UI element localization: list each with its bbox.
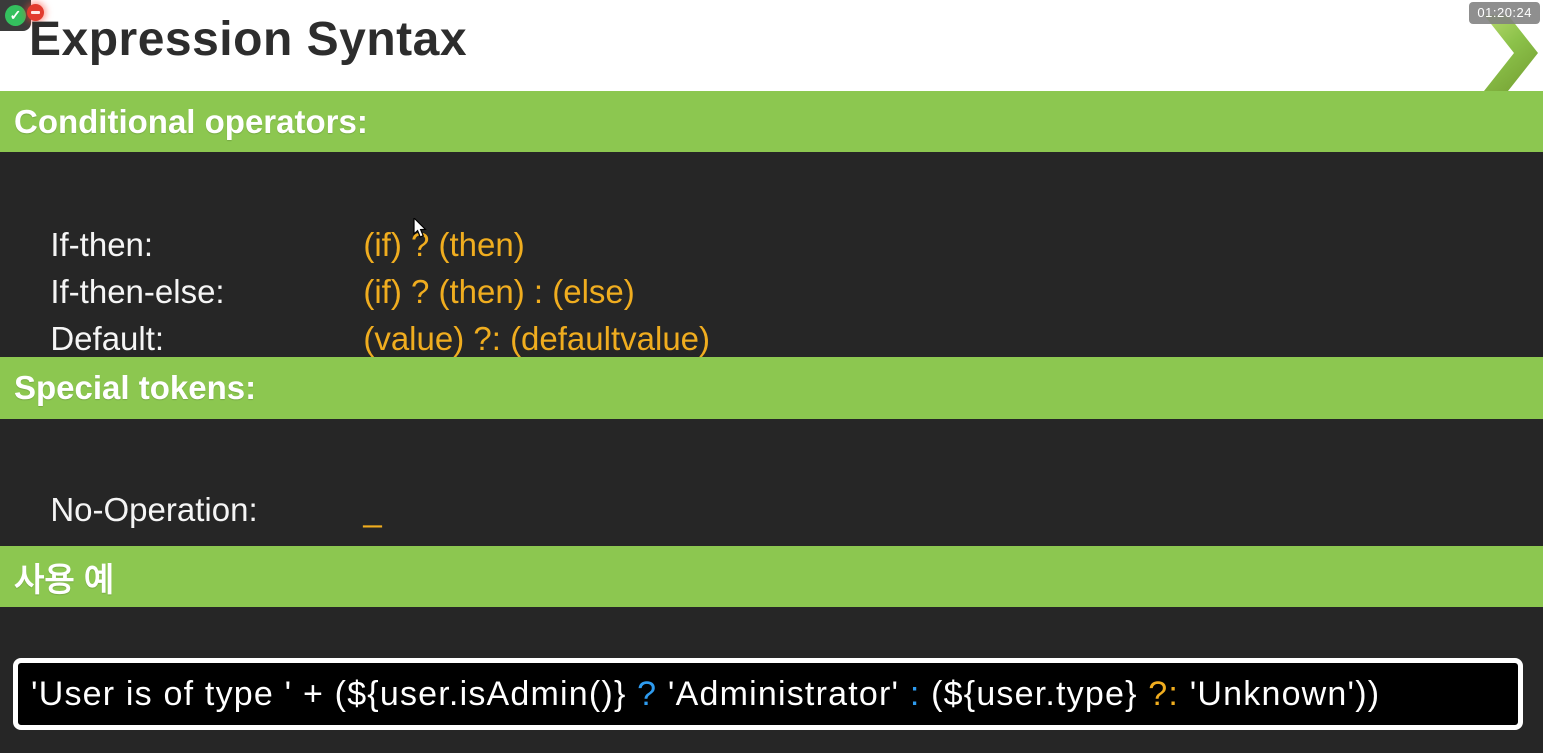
row-if-then-else-label: If-then-else: bbox=[50, 273, 225, 310]
recording-timestamp: 01:20:24 bbox=[1469, 2, 1540, 24]
banner-special-label: Special tokens: bbox=[14, 369, 257, 406]
code-segment: 'User is of type ' + (${user.isAdmin()} bbox=[31, 674, 638, 713]
code-segment: (${user.type} bbox=[920, 674, 1149, 713]
code-segment-elvis: ?: bbox=[1148, 674, 1180, 713]
row-no-operation-code: _ bbox=[363, 491, 382, 528]
record-icon[interactable] bbox=[27, 4, 44, 21]
section-banner-special: Special tokens: bbox=[0, 357, 1543, 419]
row-no-operation-label: No-Operation: bbox=[50, 491, 258, 528]
usage-example-code-box: 'User is of type ' + (${user.isAdmin()} … bbox=[13, 658, 1523, 730]
row-no-operation: No-Operation: _ bbox=[32, 453, 382, 529]
section-banner-usage: 사용 예 bbox=[0, 546, 1543, 607]
page-title: Expression Syntax bbox=[29, 13, 468, 66]
banner-conditional-label: Conditional operators: bbox=[14, 102, 368, 140]
code-segment: 'Administrator' bbox=[657, 674, 910, 713]
code-segment: 'Unknown')) bbox=[1179, 674, 1381, 713]
row-if-then-code: (if) ? (then) bbox=[363, 226, 525, 263]
row-if-then-else: If-then-else: (if) ? (then) : (else) bbox=[32, 235, 635, 311]
row-default-code: (value) ?: (defaultvalue) bbox=[363, 320, 711, 357]
row-default-label: Default: bbox=[50, 320, 165, 357]
row-if-then: If-then: (if) ? (then) bbox=[32, 188, 525, 264]
row-if-then-label: If-then: bbox=[50, 226, 154, 263]
banner-usage-label: 사용 예 bbox=[14, 560, 115, 598]
row-default: Default: (value) ?: (defaultvalue) bbox=[32, 282, 710, 358]
chevron-next-icon[interactable] bbox=[1484, 15, 1540, 91]
section-banner-conditional: Conditional operators: bbox=[0, 91, 1543, 152]
row-if-then-else-code: (if) ? (then) : (else) bbox=[363, 273, 635, 310]
slide-header: ✓ Expression Syntax 01:20:24 bbox=[0, 0, 1543, 91]
code-segment-colon: : bbox=[909, 674, 921, 713]
code-segment-question: ? bbox=[637, 674, 658, 713]
shield-check-icon[interactable]: ✓ bbox=[0, 0, 31, 31]
mouse-cursor-icon bbox=[413, 218, 427, 238]
